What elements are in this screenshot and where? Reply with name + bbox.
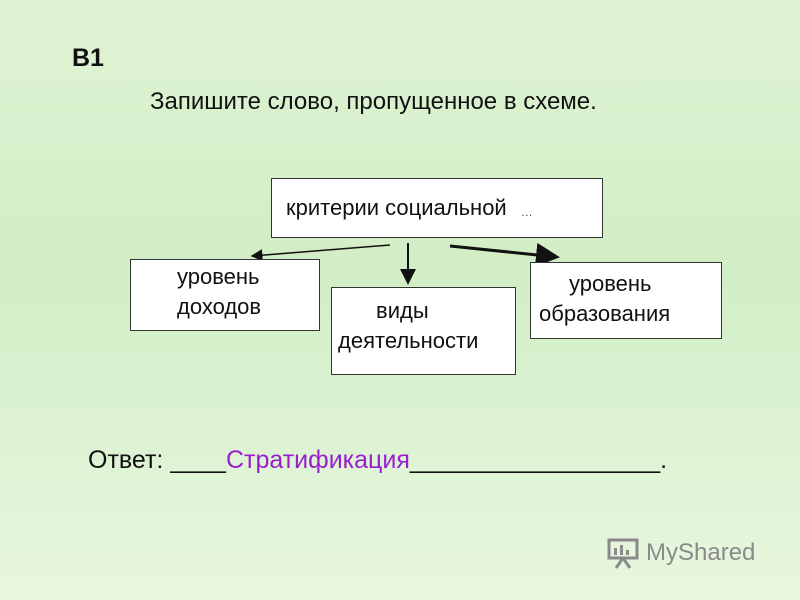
- right-box-line1: уровень: [569, 271, 652, 296]
- top-box-text: критерии социальной: [286, 195, 507, 220]
- answer-blank-after: __________________.: [409, 446, 668, 474]
- right-box-line2: образования: [539, 301, 671, 326]
- diagram-box-education: уровень образования: [530, 262, 722, 339]
- task-instruction: Запишите слово, пропущенное в схеме.: [150, 88, 597, 115]
- task-number: В1: [72, 44, 104, 72]
- answer-label: Ответ:: [88, 446, 164, 474]
- watermark-text: MyShared: [646, 539, 756, 566]
- diagram-box-activity: виды деятельности: [331, 287, 516, 375]
- diagram-box-income: уровень доходов: [130, 259, 320, 331]
- diagram-box-top: критерии социальной …: [271, 178, 603, 238]
- arrow-right: [449, 242, 560, 267]
- answer-word: Стратификация: [225, 446, 410, 474]
- top-box-ellipsis: …: [520, 205, 536, 219]
- left-box-line1: уровень: [177, 264, 260, 289]
- watermark: MyShared: [606, 536, 755, 570]
- arrow-left: [250, 244, 391, 262]
- center-box-line2: деятельности: [338, 328, 479, 353]
- answer-blank-before: ____: [170, 446, 226, 474]
- presentation-board-icon: [607, 538, 639, 569]
- center-box-line1: виды: [376, 298, 429, 323]
- left-box-line2: доходов: [177, 294, 262, 319]
- answer-line: Ответ: ____Стратификация________________…: [88, 446, 667, 475]
